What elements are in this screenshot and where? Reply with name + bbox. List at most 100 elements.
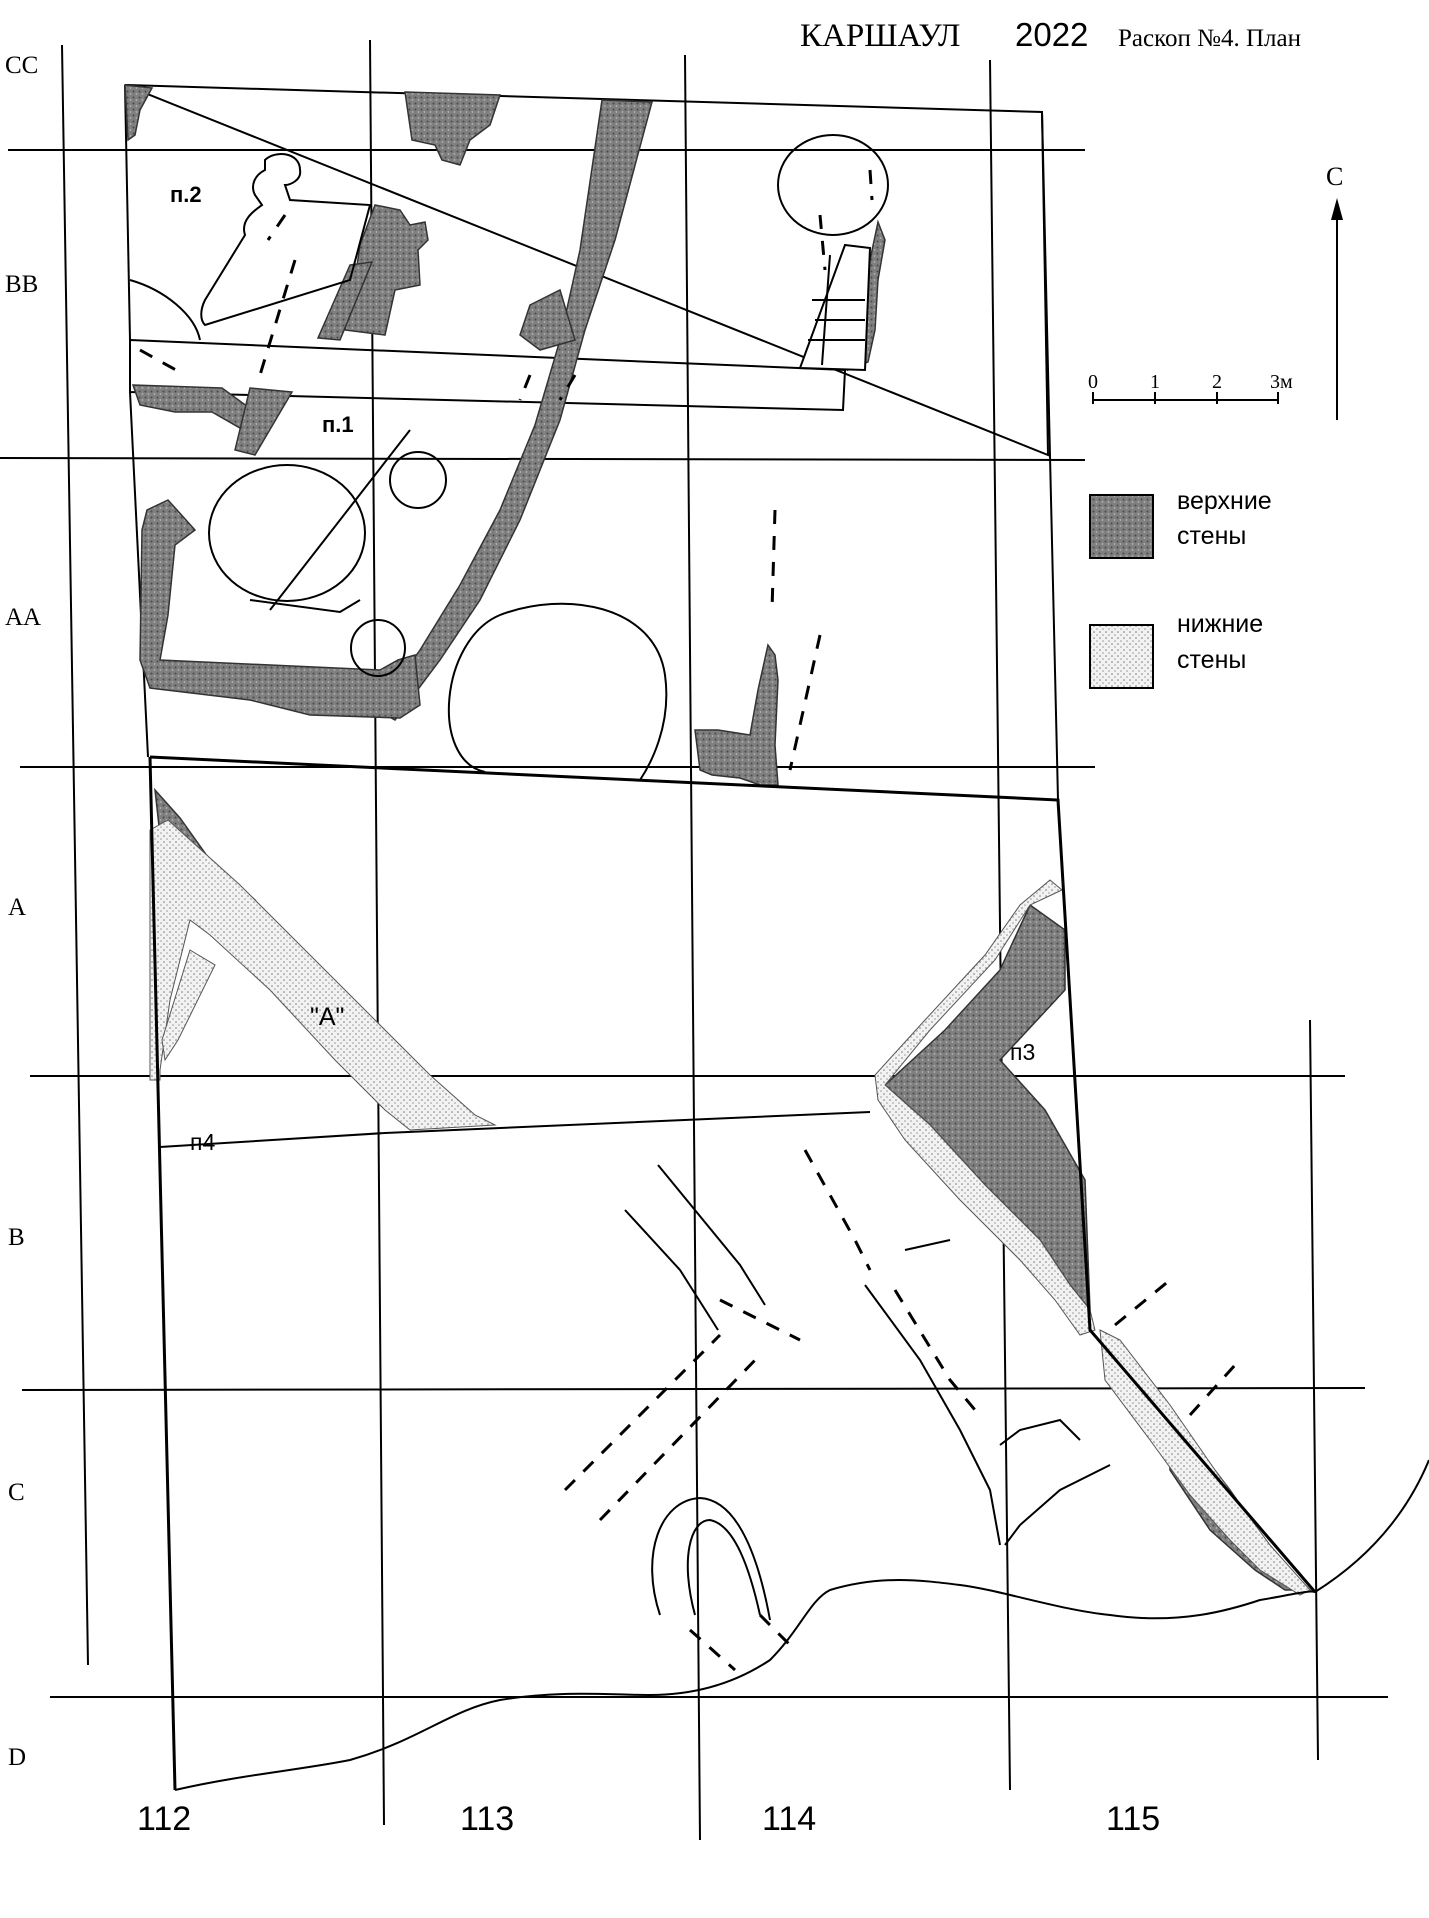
south-boundary (174, 1459, 1429, 1791)
room-label-a: "А" (310, 1003, 344, 1031)
feature-line-5 (999, 1418, 1081, 1446)
column-label-114: 114 (762, 1800, 816, 1838)
legend-lower-line2: стены (1177, 646, 1246, 674)
grid-vertical-4 (989, 59, 1011, 1791)
scale-label-3: 3м (1270, 371, 1293, 393)
grid-vertical-3 (684, 54, 701, 1841)
horseshoe-outer (651, 1496, 771, 1621)
row-label-b: B (8, 1224, 25, 1251)
row-labels: CC BB AA A B C D (5, 52, 41, 1771)
horseshoe-dash-2 (758, 1613, 792, 1647)
wall-top-segment (404, 91, 502, 166)
pit-small-bottom (350, 619, 406, 677)
wall-nw-corner (124, 84, 154, 142)
feature-dash-1 (803, 1149, 872, 1271)
aa-dash-1 (770, 509, 777, 611)
feature-dash-5 (893, 1289, 977, 1411)
legend: верхние стены нижние стены (1089, 487, 1272, 689)
feature-line-2 (624, 1209, 719, 1331)
trench-right-edge (1041, 111, 1059, 801)
feature-dash-3 (563, 1333, 722, 1492)
column-dash (818, 214, 827, 271)
row-label-d: D (8, 1744, 26, 1771)
pit-large-ne (777, 134, 889, 236)
lower-trench (148, 755, 1317, 1791)
north-arrow-head (1331, 198, 1343, 220)
lower-trench-top-right (149, 755, 1317, 1593)
feature-dash-2 (719, 1298, 801, 1342)
row-label-cc: CC (5, 52, 38, 79)
lower-wall-a-band (149, 819, 497, 1131)
column-label-112: 112 (137, 1800, 191, 1838)
row-label-c: C (8, 1479, 25, 1506)
bb-dash-2 (518, 374, 532, 401)
trench-left-edge (124, 84, 131, 341)
scale-label-1: 1 (1150, 371, 1160, 393)
grid-vertical-1 (61, 44, 89, 1666)
aa-line-left (269, 429, 411, 611)
aa-dashes (770, 509, 822, 771)
wall-strip-nnw (316, 261, 374, 341)
lower-wall-p3-outer (874, 879, 1096, 1336)
feature-line-4 (904, 1239, 951, 1251)
room-label-p1: п.1 (322, 412, 354, 437)
feature-dash-7 (1188, 1363, 1237, 1417)
column-dash-2 (868, 169, 874, 201)
row-label-aa: AA (5, 604, 41, 631)
room-p2-dash-long (258, 259, 297, 376)
pit-bb-left (129, 279, 201, 341)
scale-label-2: 2 (1212, 371, 1222, 393)
legend-upper-line2: стены (1177, 522, 1246, 550)
north-arrow: С (1326, 162, 1343, 420)
aa-line-base (249, 599, 361, 614)
p4-line (159, 1111, 871, 1148)
wall-p1-left (131, 384, 257, 429)
room-p2-contour (200, 153, 372, 327)
room-label-p4: п4 (190, 1129, 215, 1155)
feature-dash-6 (1114, 1278, 1171, 1327)
feature-dash-4 (598, 1353, 762, 1522)
wall-aa-frame (139, 499, 421, 719)
feature-line-3 (864, 1284, 1001, 1546)
row-label-a: A (8, 894, 26, 921)
lower-walls (149, 819, 1311, 1596)
grid-vertical-5 (1309, 1019, 1319, 1761)
column-label-113: 113 (460, 1800, 514, 1838)
row-label-bb: BB (5, 271, 38, 298)
horseshoe-dash-1 (689, 1628, 736, 1672)
feature-line-6 (1004, 1464, 1111, 1546)
pit-small-top (389, 451, 447, 509)
south-edge-line (174, 1459, 1429, 1791)
legend-swatch-upper (1089, 494, 1154, 559)
baulk-strip (129, 338, 847, 412)
upper-walls (124, 84, 1312, 1591)
room-p2-dash (266, 214, 287, 241)
pit-aa-left (208, 464, 366, 602)
feature-line-1 (657, 1164, 766, 1306)
pit-aa-large (447, 602, 668, 781)
title-site: КАРШАУЛ (800, 18, 960, 54)
grid-horizontal-5 (21, 1387, 1366, 1391)
room-p2-outline (139, 153, 577, 614)
title-year: 2022 (1015, 16, 1088, 53)
pits (129, 134, 889, 781)
aa-dash-2 (788, 634, 822, 771)
brick-line-4 (821, 254, 831, 366)
horseshoe-inner (686, 1518, 761, 1616)
room-p2-dash-left (139, 348, 186, 377)
legend-swatch-lower (1089, 624, 1154, 689)
lower-features (563, 1149, 1237, 1672)
title-subtitle: Раскоп №4. План (1118, 25, 1301, 52)
legend-lower-line1: нижние (1177, 610, 1263, 638)
room-labels: п.2 п.1 п3 п4 "А" (170, 182, 1035, 1155)
room-label-p3: п3 (1010, 1039, 1035, 1065)
bb-dash-1 (558, 374, 577, 401)
lower-wall-a-branch (161, 949, 216, 1062)
brick-column-outline (798, 243, 872, 372)
scale-bar: 0 1 2 3м (1088, 371, 1293, 404)
column-labels: 112 113 114 115 (137, 1800, 1160, 1838)
brick-column (798, 169, 874, 372)
room-label-p2: п.2 (170, 182, 202, 207)
scale-label-0: 0 (1088, 371, 1098, 393)
